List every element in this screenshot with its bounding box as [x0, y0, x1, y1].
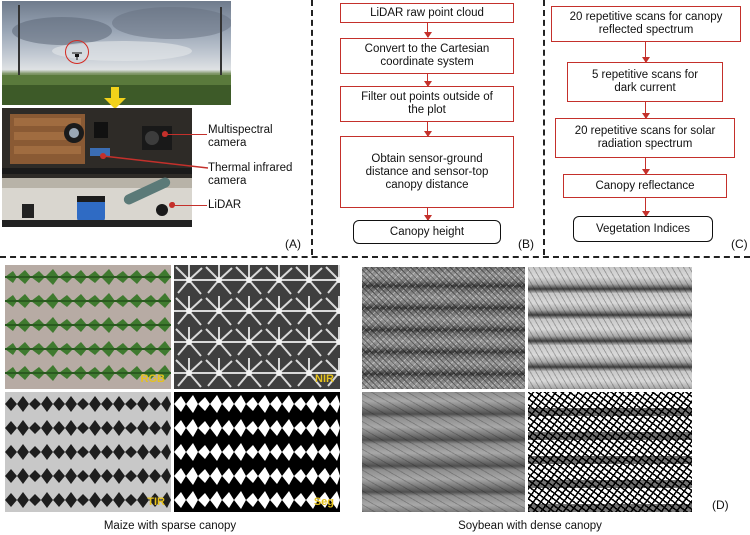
panel-a-letter: (A) — [285, 237, 301, 251]
flow-c-step-2: 5 repetitive scans for dark current — [567, 62, 723, 102]
label-lidar: LiDAR — [208, 199, 242, 211]
flow-c-arrow-4 — [641, 198, 650, 217]
label-multispectral-camera: Multispectral camera — [208, 124, 273, 149]
separator-b-c — [543, 0, 545, 255]
panel-d: RGB NIR TIR — [0, 258, 750, 535]
sensor-rig-photo — [2, 108, 192, 227]
soybean-tir-tile — [362, 392, 525, 512]
soybean-seg-tile — [528, 392, 692, 512]
flow-b-arrow-4 — [423, 208, 432, 221]
tile-label-tir: TIR — [147, 496, 165, 508]
flow-c-step-1: 20 repetitive scans for canopy reflected… — [551, 6, 741, 42]
flow-b-step-3: Filter out points outside of the plot — [340, 86, 514, 122]
flow-b-arrow-1 — [423, 23, 432, 38]
separator-top-bottom — [0, 256, 750, 258]
separator-a-b — [311, 0, 313, 255]
pointer-multispectral — [162, 130, 207, 137]
flow-b-step-1: LiDAR raw point cloud — [340, 3, 514, 23]
drone-field-photo — [2, 1, 231, 105]
flow-b-step-2: Convert to the Cartesian coordinate syst… — [340, 38, 514, 74]
flow-b-step-4: Obtain sensor-ground distance and sensor… — [340, 136, 514, 208]
panel-c: 20 repetitive scans for canopy reflected… — [545, 0, 750, 255]
maize-caption: Maize with sparse canopy — [103, 520, 237, 532]
soybean-rgb-texture — [362, 267, 525, 389]
label-thermal-infrared-camera: Thermal infrared camera — [208, 162, 293, 187]
drone-highlight-circle — [65, 40, 89, 64]
pointer-thermal — [100, 152, 209, 172]
flow-b-arrow-3 — [423, 122, 432, 137]
soybean-seg-texture — [528, 392, 692, 512]
sensor-rig-scene — [2, 108, 192, 227]
maize-rgb-tile: RGB — [5, 265, 171, 389]
tile-label-rgb: RGB — [140, 373, 165, 385]
soybean-nir-tile — [528, 267, 692, 389]
panel-b-letter: (B) — [518, 237, 534, 251]
flow-b-step-5: Canopy height — [353, 220, 501, 244]
panel-b: LiDAR raw point cloud Convert to the Car… — [313, 0, 543, 255]
maize-seg-tile: Seg — [174, 392, 340, 512]
maize-nir-tile: NIR — [174, 265, 340, 389]
panel-c-letter: (C) — [731, 237, 748, 251]
tile-label-seg: Seg — [313, 496, 334, 508]
yellow-arrow-icon — [104, 87, 126, 109]
soybean-nir-texture — [528, 267, 692, 389]
flow-c-arrow-3 — [641, 158, 650, 175]
soybean-rgb-tile — [362, 267, 525, 389]
pointer-lidar — [169, 201, 207, 208]
flow-c-step-5: Vegetation Indices — [573, 216, 713, 242]
tile-label-nir: NIR — [315, 373, 334, 385]
flow-c-step-4: Canopy reflectance — [563, 174, 727, 198]
flow-c-arrow-1 — [641, 42, 650, 63]
flow-c-step-3: 20 repetitive scans for solar radiation … — [555, 118, 735, 158]
maize-tir-tile: TIR — [5, 392, 171, 512]
drone-icon — [72, 47, 82, 60]
soybean-tir-texture — [362, 392, 525, 512]
flow-c-arrow-2 — [641, 102, 650, 119]
panel-d-letter: (D) — [712, 498, 729, 512]
soybean-caption: Soybean with dense canopy — [458, 520, 602, 532]
panel-a: Multispectral camera Thermal infrared ca… — [0, 0, 310, 255]
flow-b-arrow-2 — [423, 74, 432, 87]
